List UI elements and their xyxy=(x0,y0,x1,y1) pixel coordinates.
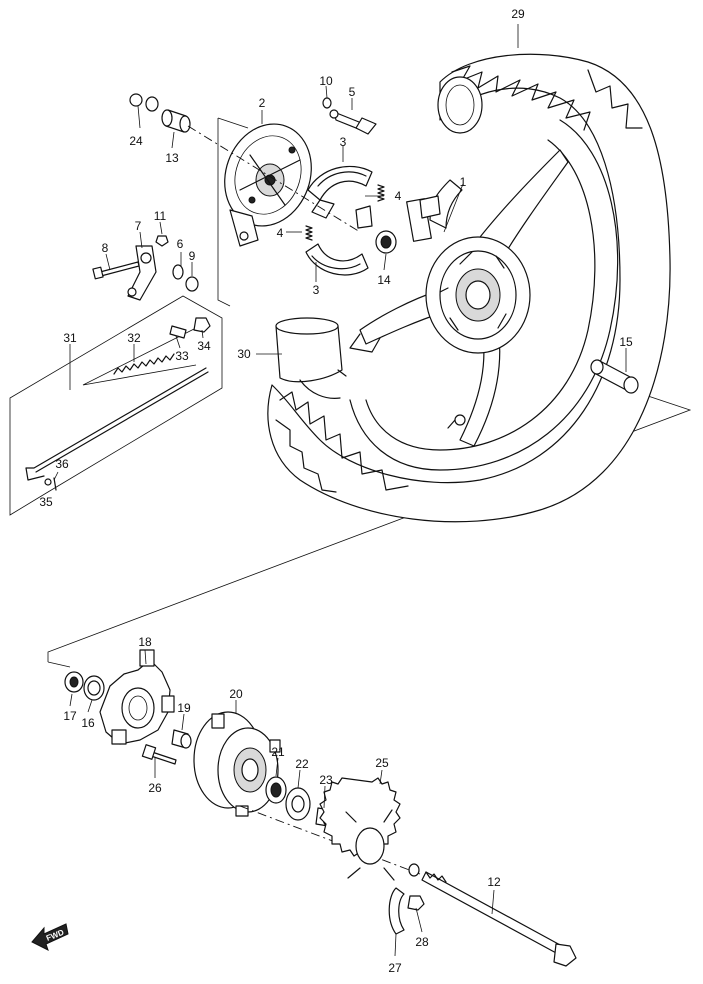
callout-35: 35 xyxy=(39,495,53,509)
callout-23: 23 xyxy=(319,773,333,787)
tube xyxy=(275,317,347,399)
nut-24 xyxy=(129,93,159,112)
callout-15: 15 xyxy=(619,335,633,349)
callout-20: 20 xyxy=(229,687,243,701)
o-ring xyxy=(322,97,332,109)
seal-22 xyxy=(285,787,311,821)
lock-washer xyxy=(388,887,405,935)
rod-spring xyxy=(113,353,175,375)
callout-13: 13 xyxy=(165,151,179,165)
callout-25: 25 xyxy=(375,756,389,770)
washer-6 xyxy=(172,264,184,280)
bearing-16 xyxy=(83,675,105,701)
spacer-9 xyxy=(185,276,199,292)
spring-left xyxy=(305,225,313,241)
spacer-13 xyxy=(161,109,191,133)
washer-28 xyxy=(407,863,425,911)
stud-bolt xyxy=(141,744,177,765)
callouts: 29 1 2 3 3 4 4 5 6 7 8 9 10 11 12 13 14 … xyxy=(39,7,633,975)
brake-arm xyxy=(127,245,157,301)
callout-4: 4 xyxy=(395,189,402,203)
callout-31: 31 xyxy=(63,331,77,345)
callout-4-left: 4 xyxy=(277,226,284,240)
callout-29: 29 xyxy=(511,7,525,21)
bolt-8 xyxy=(92,261,140,280)
callout-2: 2 xyxy=(259,96,266,110)
callout-7: 7 xyxy=(135,219,142,233)
callout-17: 17 xyxy=(63,709,77,723)
nut-34 xyxy=(193,317,211,333)
brake-panel xyxy=(224,123,312,247)
callout-19: 19 xyxy=(177,701,191,715)
callout-22: 22 xyxy=(295,757,309,771)
callout-3: 3 xyxy=(340,135,347,149)
callout-21: 21 xyxy=(271,745,285,759)
callout-9: 9 xyxy=(189,249,196,263)
assembly-outline xyxy=(9,117,692,668)
callout-12: 12 xyxy=(487,875,501,889)
callout-30: 30 xyxy=(237,347,251,361)
wheel-damper xyxy=(99,649,175,745)
tire xyxy=(267,53,671,523)
callout-26: 26 xyxy=(148,781,162,795)
brake-cam xyxy=(329,109,377,135)
callout-34: 34 xyxy=(197,339,211,353)
callout-6: 6 xyxy=(177,237,184,251)
callout-14: 14 xyxy=(377,273,391,287)
leader-lines xyxy=(53,24,627,957)
callout-1: 1 xyxy=(460,175,467,189)
rear-sprocket xyxy=(319,777,401,881)
wheel xyxy=(349,119,619,471)
bearing-14 xyxy=(375,230,397,254)
fwd-arrow: FWD xyxy=(31,923,69,951)
callout-16: 16 xyxy=(81,716,95,730)
axle-spacer xyxy=(590,359,639,394)
callout-10: 10 xyxy=(319,74,333,88)
callout-32: 32 xyxy=(127,331,141,345)
brake-shoe-upper xyxy=(307,165,373,219)
brake-rod xyxy=(25,367,209,481)
callout-11: 11 xyxy=(154,209,167,223)
callout-5: 5 xyxy=(349,85,356,99)
sprocket-carrier xyxy=(193,711,281,817)
callout-24: 24 xyxy=(129,134,143,148)
callout-28: 28 xyxy=(415,935,429,949)
pin-33 xyxy=(169,325,187,339)
brake-shoe-lower xyxy=(305,205,373,276)
callout-18: 18 xyxy=(138,635,152,649)
collar-19 xyxy=(171,729,192,749)
callout-33: 33 xyxy=(175,349,189,363)
fwd-label: FWD xyxy=(45,928,65,943)
spring-right xyxy=(377,184,385,202)
bearing-17 xyxy=(64,671,84,693)
callout-27: 27 xyxy=(388,961,402,975)
nut-11 xyxy=(155,235,169,247)
bearing-21 xyxy=(265,776,287,804)
callout-8: 8 xyxy=(102,241,109,255)
callout-3-lower: 3 xyxy=(313,283,320,297)
callout-36: 36 xyxy=(55,457,69,471)
